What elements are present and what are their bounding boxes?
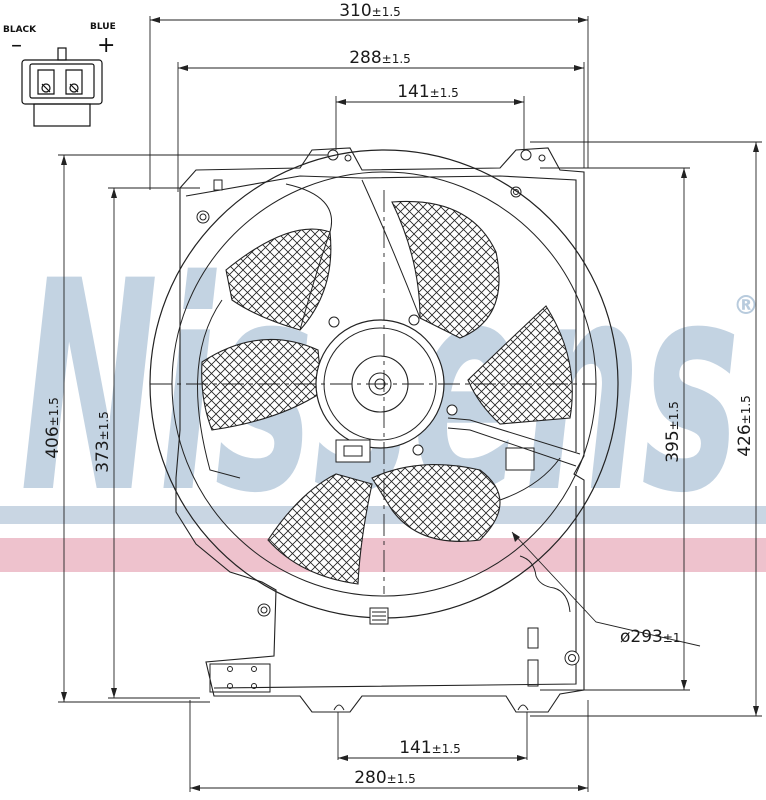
fan-blades xyxy=(201,200,573,585)
wire-harness xyxy=(447,417,581,687)
dim-right-outer: 426±1.5 xyxy=(735,395,755,457)
center-lines xyxy=(150,190,596,594)
dimension-labels: 310±1.5 288±1.5 141±1.5 141±1.5 280±1.5 … xyxy=(43,1,755,788)
dim-bottom-overall: 280±1.5 xyxy=(354,768,416,788)
shroud-outline xyxy=(175,147,585,713)
dim-top-mid: 288±1.5 xyxy=(349,48,411,68)
connector-blue-label: BLUE xyxy=(90,22,116,32)
blade-bottom-left xyxy=(267,473,373,585)
dim-bottom-holes: 141±1.5 xyxy=(399,738,461,758)
dim-right-inner: 395±1.5 xyxy=(663,401,683,463)
watermark-registered-mark: ® xyxy=(733,291,759,321)
dim-top-overall: 310±1.5 xyxy=(339,1,401,21)
dim-left-inner: 373±1.5 xyxy=(93,411,113,473)
blade-left xyxy=(201,338,323,431)
mounting-holes xyxy=(196,149,580,711)
dimension-arrows xyxy=(61,17,759,791)
dim-diameter: ø293±1 xyxy=(620,627,681,647)
connector-minus-symbol: – xyxy=(11,33,22,58)
dimension-lines xyxy=(58,16,762,792)
dim-top-holes: 141±1.5 xyxy=(397,82,459,102)
connector-plus-symbol: + xyxy=(97,33,115,58)
connector-black-label: BLACK xyxy=(3,25,37,35)
watermark-band-pink xyxy=(0,538,766,572)
blade-top xyxy=(391,200,500,339)
dim-left-outer: 406±1.5 xyxy=(43,397,63,459)
blade-right xyxy=(467,305,573,425)
blade-bottom-right xyxy=(371,464,501,542)
blade-upper-left xyxy=(225,228,332,331)
connector-inset: BLACK BLUE – + xyxy=(3,22,116,127)
hole-top-right xyxy=(520,149,532,161)
